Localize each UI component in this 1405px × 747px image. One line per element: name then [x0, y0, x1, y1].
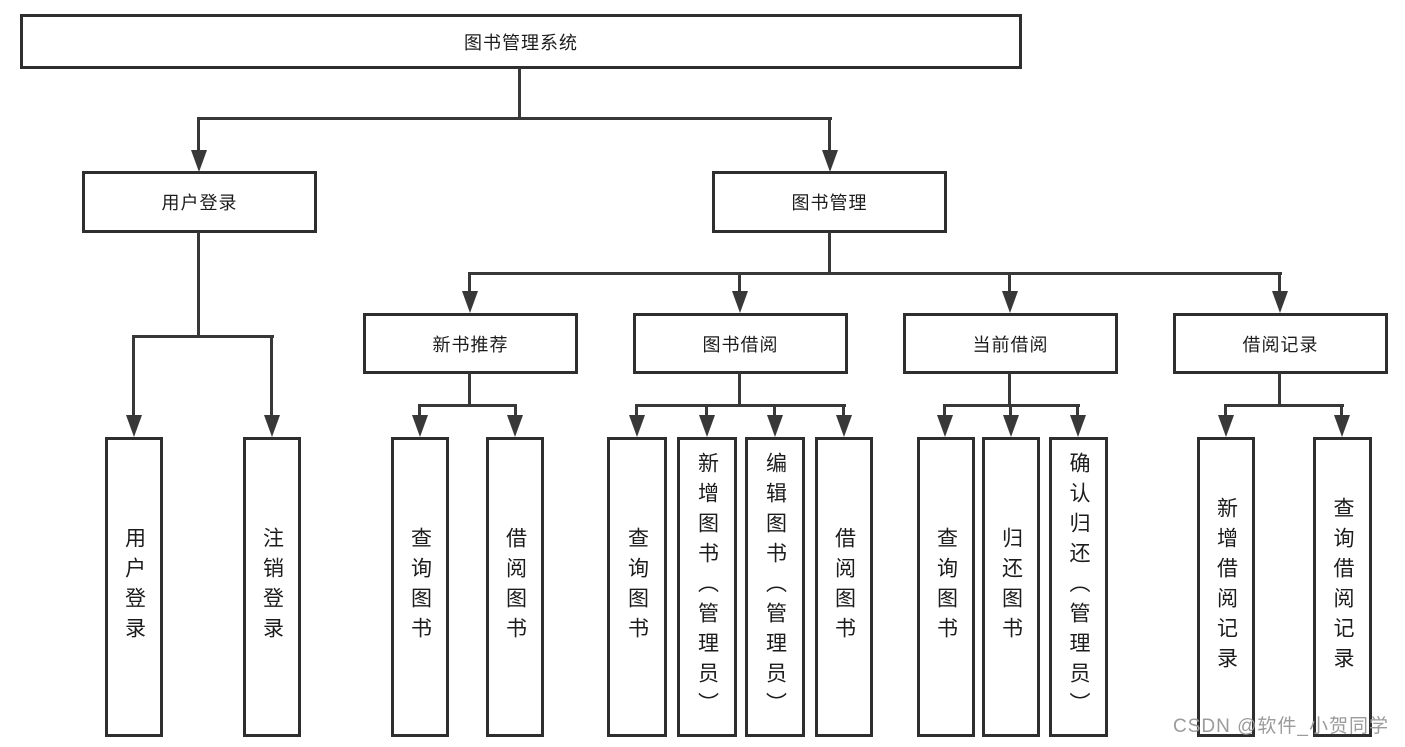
node-new-book-recommend: 新书推荐	[363, 313, 578, 374]
leaf-user-login: 用户登录	[105, 437, 163, 737]
arrow-down-icon	[507, 415, 523, 437]
leaf-confirm-return-admin: 确认归还（管理员）	[1049, 437, 1108, 737]
arrow-down-icon	[1272, 291, 1288, 313]
node-book-borrow: 图书借阅	[633, 313, 848, 374]
arrow-down-icon	[126, 415, 142, 437]
arrow-down-icon	[699, 415, 715, 437]
arrow-down-icon	[767, 415, 783, 437]
arrow-down-icon	[264, 415, 280, 437]
node-borrow-records: 借阅记录	[1173, 313, 1388, 374]
leaf-edit-books-admin: 编辑图书（管理员）	[745, 437, 805, 737]
leaf-query-books-current: 查询图书	[917, 437, 975, 737]
arrow-down-icon	[629, 415, 645, 437]
arrow-down-icon	[412, 415, 428, 437]
leaf-return-books: 归还图书	[982, 437, 1040, 737]
arrow-down-icon	[732, 291, 748, 313]
arrow-down-icon	[836, 415, 852, 437]
arrow-down-icon	[1218, 415, 1234, 437]
leaf-query-borrow-record: 查询借阅记录	[1313, 437, 1372, 737]
arrow-down-icon	[1003, 415, 1019, 437]
arrow-down-icon	[191, 150, 207, 172]
arrow-down-icon	[1334, 415, 1350, 437]
leaf-borrow-books-recommend: 借阅图书	[486, 437, 544, 737]
leaf-query-books-borrow: 查询图书	[607, 437, 667, 737]
arrow-down-icon	[462, 291, 478, 313]
node-book-management: 图书管理	[712, 171, 947, 233]
node-root-system: 图书管理系统	[20, 14, 1022, 69]
arrow-down-icon	[1070, 415, 1086, 437]
arrow-down-icon	[1002, 291, 1018, 313]
csdn-watermark: CSDN @软件_小贺同学	[1173, 716, 1389, 737]
leaf-add-borrow-record: 新增借阅记录	[1197, 437, 1255, 737]
leaf-logout: 注销登录	[243, 437, 301, 737]
node-user-login: 用户登录	[82, 171, 317, 233]
leaf-add-books-admin: 新增图书（管理员）	[677, 437, 737, 737]
leaf-borrow-books: 借阅图书	[815, 437, 873, 737]
leaf-query-books-recommend: 查询图书	[391, 437, 449, 737]
arrow-down-icon	[937, 415, 953, 437]
arrow-down-icon	[822, 150, 838, 172]
node-current-borrow: 当前借阅	[903, 313, 1118, 374]
